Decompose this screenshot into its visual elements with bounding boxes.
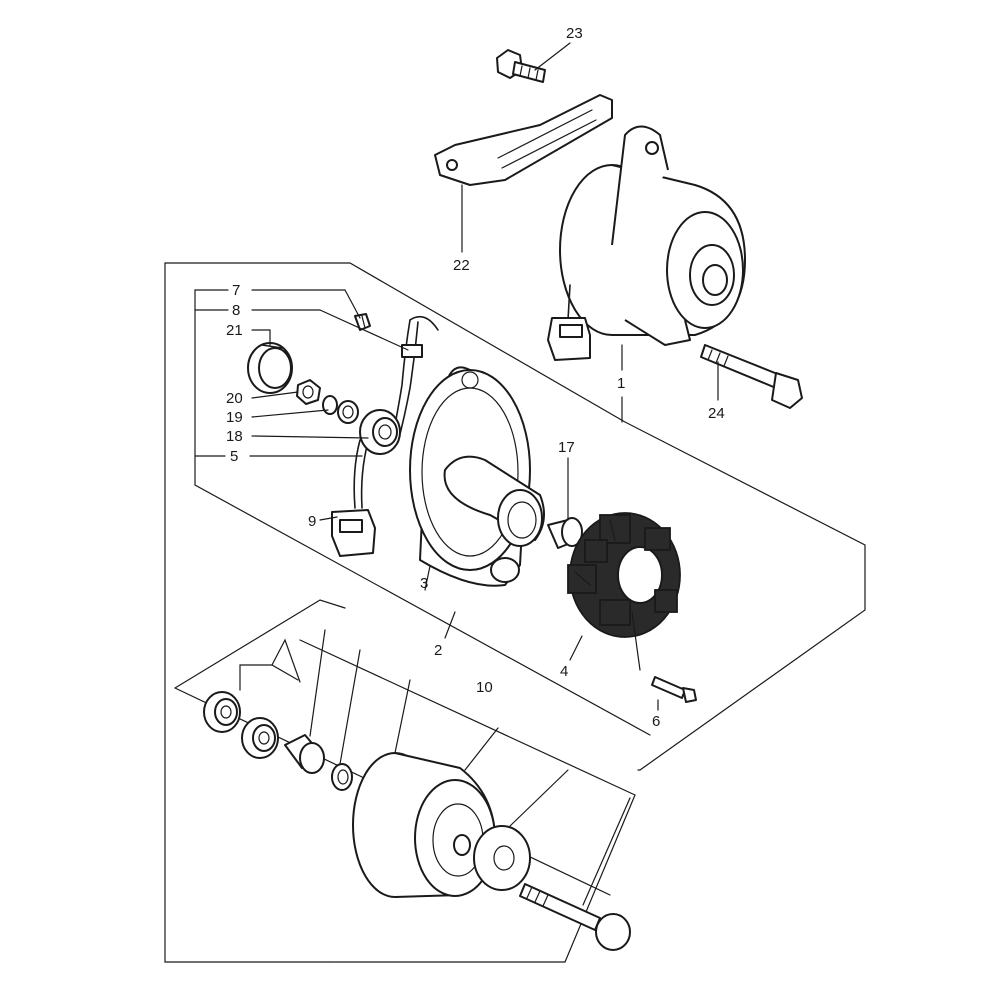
group-frame-lower [174, 599, 346, 689]
callout-24: 24 [708, 405, 725, 422]
pulley-bolt-icon [519, 883, 631, 951]
callout-18: 18 [226, 428, 243, 445]
callout-20: 20 [226, 390, 243, 407]
collar-icon [284, 734, 325, 774]
alternator-assembly [434, 94, 746, 361]
bolt-23-icon [496, 49, 546, 83]
spacer-17-icon [547, 517, 583, 549]
callout-7: 7 [232, 282, 240, 299]
callout-10: 10 [476, 679, 493, 696]
callout-4: 4 [560, 663, 568, 680]
bearing-18-icon [359, 409, 401, 455]
washer-lower-icon [331, 763, 353, 791]
leader-lines [194, 42, 719, 906]
group-frame-subassembly [194, 289, 651, 736]
pulley-10-icon [352, 752, 496, 898]
screw-6-icon [651, 676, 697, 703]
callout-8: 8 [232, 302, 240, 319]
bearing-lower-left-icon [203, 691, 241, 733]
stator-4-icon [567, 512, 681, 638]
bolt-24-icon [700, 344, 803, 409]
bearing-lower-right-icon [241, 717, 279, 759]
callout-19: 19 [226, 409, 243, 426]
pulley-washer-icon [473, 825, 531, 891]
callout-9: 9 [308, 513, 316, 530]
screw-7-icon [354, 313, 371, 331]
callout-21: 21 [226, 322, 243, 339]
rear-housing-3-icon [409, 366, 545, 587]
callout-6: 6 [652, 713, 660, 730]
group-frame-main-left [164, 262, 331, 963]
group-frame-lower-right [299, 639, 636, 963]
callout-17: 17 [558, 439, 575, 456]
callout-3: 3 [420, 575, 428, 592]
washer-19-icon [322, 395, 359, 424]
callout-2: 2 [434, 642, 442, 659]
cap-21-icon [247, 342, 293, 394]
callout-22: 22 [453, 257, 470, 274]
group-frame-main [164, 262, 866, 771]
nut-20-icon [296, 379, 321, 405]
callout-23: 23 [566, 25, 583, 42]
callout-1: 1 [617, 375, 625, 392]
callout-5: 5 [230, 448, 238, 465]
